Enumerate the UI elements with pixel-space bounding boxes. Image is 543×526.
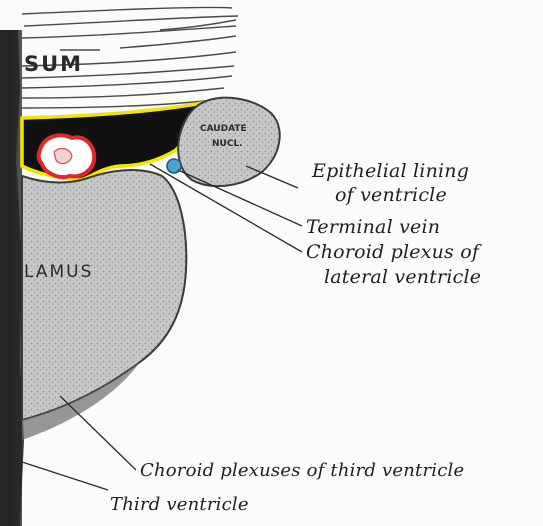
label-choroid-lateral-line2: lateral ventricle	[324, 266, 481, 288]
caudate-label-line1: CAUDATE	[200, 124, 247, 134]
thalamus-label: LAMUS	[24, 262, 93, 282]
leader-third-ventricle	[22, 462, 108, 490]
label-epithelial-lining-line2: of ventricle	[335, 184, 447, 206]
leader-choroid-third	[60, 396, 136, 470]
thalamus	[22, 170, 186, 420]
label-choroid-third-ventricle: Choroid plexuses of third ventricle	[140, 460, 464, 481]
label-third-ventricle: Third ventricle	[110, 494, 249, 515]
caudate-label-line2: NUCL.	[212, 139, 243, 149]
choroid-plexus-lateral-inner	[54, 149, 72, 164]
label-choroid-lateral-line1: Choroid plexus of	[306, 241, 479, 263]
label-epithelial-lining-line1: Epithelial lining	[312, 160, 469, 182]
label-terminal-vein: Terminal vein	[306, 216, 440, 238]
corpus-callosum-label: SUM	[24, 52, 83, 76]
